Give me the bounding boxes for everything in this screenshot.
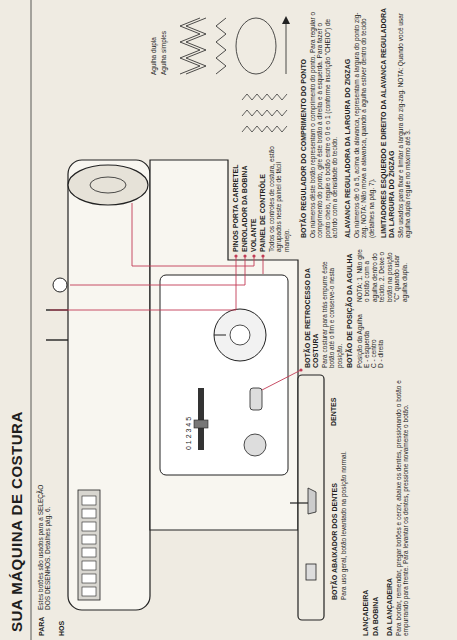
control-panel bbox=[160, 275, 288, 475]
note-text: Estes botões são usados para a SELEÇÃO D… bbox=[37, 480, 52, 610]
part-label: BOTÃO ABAIXADOR DOS DENTES bbox=[331, 430, 339, 600]
part-label: DENTES bbox=[330, 398, 338, 426]
leader-dots bbox=[234, 254, 302, 371]
stitch-length-dial bbox=[214, 309, 266, 361]
spool-pins bbox=[46, 310, 68, 340]
dial-tick bbox=[214, 335, 226, 336]
note-text: Para costurar para trás empurre êste bot… bbox=[321, 244, 343, 368]
zigzag-lever bbox=[194, 420, 208, 428]
part-label: PARA bbox=[38, 617, 46, 636]
part-label: BOTÃO DE RETROCESSO DA COSTURA bbox=[304, 244, 320, 368]
note-text: Os números de 0 a 5, acima da alavanca, … bbox=[353, 8, 375, 238]
title-rule bbox=[31, 0, 32, 640]
part-label: LANÇADEIRA bbox=[362, 590, 370, 636]
note-text: NOTA: 1. Não gire o botão com a agulha d… bbox=[356, 244, 408, 302]
part-label: DA BOBINA bbox=[372, 597, 380, 636]
dial-center bbox=[230, 325, 250, 345]
presser-foot bbox=[308, 488, 316, 514]
handwheel bbox=[68, 165, 148, 205]
note-text: Todos os controles de costura, estão agr… bbox=[268, 144, 290, 252]
part-label: ENROLADOR DA BOBINA bbox=[241, 166, 249, 252]
zigzag-slot bbox=[198, 388, 204, 450]
note-text: Para bordar, remendar, pregar botões e c… bbox=[395, 378, 410, 636]
handwheel-hub bbox=[90, 177, 126, 193]
note-text: E - esquerda bbox=[363, 331, 370, 368]
note-text: C - centro bbox=[370, 339, 377, 368]
pattern-buttons bbox=[82, 496, 96, 596]
part-label: PAINEL DE CONTRÔLE bbox=[259, 174, 267, 252]
part-label: LIMITADORES ESQUERDO E DIREITO DA ALAVAN… bbox=[380, 8, 396, 238]
reverse-button bbox=[250, 388, 262, 410]
needle-position-knob bbox=[244, 434, 266, 456]
zigzag-figure bbox=[180, 18, 286, 74]
note-text: 0 1 2 3 4 5 bbox=[185, 417, 193, 450]
note-text: Posição da Agulha bbox=[356, 314, 363, 368]
note-text: Agulha simples bbox=[160, 31, 167, 75]
machine-bed bbox=[298, 375, 324, 620]
note-text: Para uso geral, botão levantado na posiç… bbox=[340, 430, 347, 600]
note-text: Os números dêste botão representam o com… bbox=[309, 8, 339, 238]
note-text: D - direita bbox=[377, 340, 384, 368]
machine-arm bbox=[68, 160, 150, 610]
pattern-panel bbox=[78, 490, 100, 600]
part-label: BOTÃO DE POSIÇÃO DA AGULHA bbox=[346, 244, 354, 368]
feed-dog-button bbox=[306, 564, 316, 580]
arrowhead bbox=[282, 16, 290, 24]
part-label: PINOS PORTA CARRETEL bbox=[232, 164, 240, 252]
page-title: SUA MÁQUINA DE COSTURA bbox=[8, 411, 25, 632]
needle bbox=[290, 502, 310, 503]
bobbin-winder bbox=[53, 278, 67, 292]
part-label: DA LANÇADEIRA bbox=[386, 578, 394, 636]
part-label: ALAVANCA REGULADORA DA LARGURA DO ZIGZAG bbox=[344, 8, 352, 238]
part-label: BOTÃO REGULADOR DO COMPRIMENTO DO PONTO bbox=[300, 8, 308, 238]
note-text: Agulha dupla bbox=[150, 37, 157, 75]
needle-position-stitches bbox=[242, 94, 287, 132]
part-label: VOLANTE bbox=[250, 219, 258, 252]
note-text: São usados para fixar e limitar a largur… bbox=[397, 8, 412, 238]
part-label: HOS bbox=[58, 621, 66, 636]
